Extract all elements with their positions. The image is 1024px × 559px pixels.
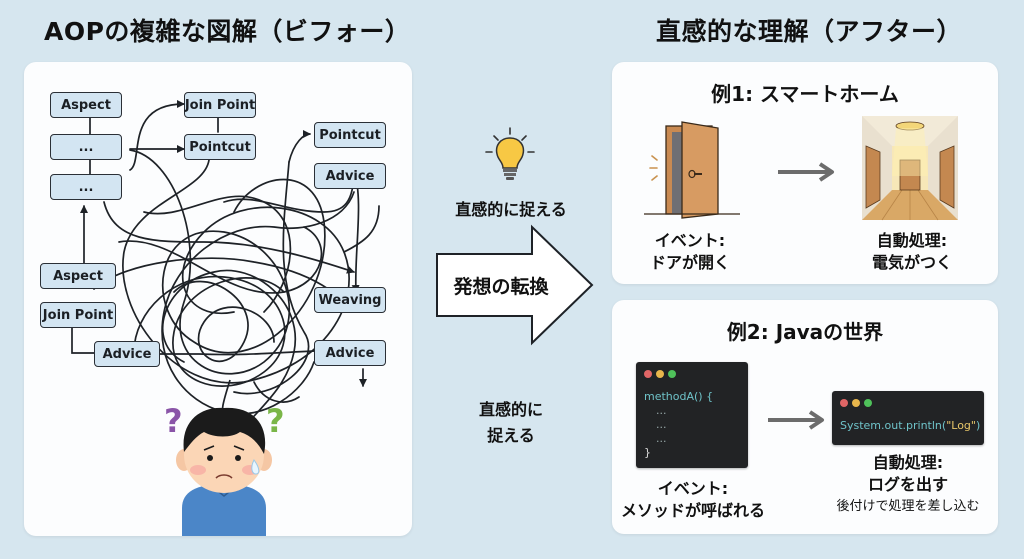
node-aspect-top: Aspect xyxy=(50,92,122,118)
complex-diagram-panel: Aspect ... ... Join Point Pointcut Point… xyxy=(24,62,412,536)
example2-event-line2: メソッドが呼ばれる xyxy=(620,501,765,520)
node-advice-bottom-right: Advice xyxy=(314,340,386,366)
maximize-dot-icon xyxy=(864,399,872,407)
code-line-3: ... xyxy=(656,418,667,431)
intuitive-caption-top: 直感的に捉える xyxy=(455,200,567,219)
window-controls xyxy=(840,399,872,407)
example1-event-line2: ドアが開く xyxy=(649,253,730,272)
after-heading: 直感的な理解（アフター） xyxy=(656,17,963,46)
tangled-connections xyxy=(71,100,380,463)
example1-event-line1: イベント: xyxy=(654,231,726,250)
node-pointcut-mid: Pointcut xyxy=(184,134,256,160)
node-aspect-bottom: Aspect xyxy=(40,263,116,289)
node-ellipsis-2: ... xyxy=(50,174,122,200)
question-mark-green-icon: ? xyxy=(266,402,285,440)
maximize-dot-icon xyxy=(668,370,676,378)
code-window-method: methodA() { ... ... ... } xyxy=(636,362,748,468)
question-mark-purple-icon: ? xyxy=(164,402,183,440)
example1-event-caption: イベント: ドアが開く xyxy=(630,230,750,274)
example1-card: 例1: スマートホーム イベント: ドアが開く 自動 xyxy=(612,62,998,284)
code-line-5: } xyxy=(644,446,651,459)
log-statement: System.out.println("Log") xyxy=(840,419,980,432)
code-line-1: methodA() { xyxy=(644,390,714,403)
node-pointcut-right: Pointcut xyxy=(314,122,386,148)
node-join-point-top: Join Point xyxy=(184,92,256,118)
close-dot-icon xyxy=(644,370,652,378)
close-dot-icon xyxy=(840,399,848,407)
node-ellipsis-1: ... xyxy=(50,134,122,160)
window-controls xyxy=(644,370,676,378)
node-advice-right-top: Advice xyxy=(314,163,386,189)
arrow-right-icon xyxy=(768,410,824,430)
code-line-2: ... xyxy=(656,404,667,417)
node-weaving: Weaving xyxy=(314,287,386,313)
code-line-4: ... xyxy=(656,432,667,445)
log-prefix: System.out.println( xyxy=(840,419,947,432)
intuitive-caption-bottom-line1: 直感的に xyxy=(478,400,543,419)
minimize-dot-icon xyxy=(852,399,860,407)
example2-card: 例2: Javaの世界 methodA() { ... ... ... } Sy… xyxy=(612,300,998,534)
confused-person-illustration: ? ? xyxy=(154,379,294,536)
intuitive-caption-bottom-line2: 捉える xyxy=(487,426,535,445)
log-string: "Log" xyxy=(946,419,976,432)
example1-action-caption: 自動処理: 電気がつく xyxy=(852,230,972,274)
example2-action-line2: ログを出す xyxy=(867,475,948,494)
example2-action-caption: 自動処理: ログを出す 後付けで処理を差し込む xyxy=(828,452,988,518)
shirt-icon xyxy=(182,484,266,536)
arrow-right-icon xyxy=(778,162,834,182)
code-window-log: System.out.println("Log") xyxy=(832,391,984,445)
log-suffix: ) xyxy=(975,419,981,432)
node-join-point-bottom: Join Point xyxy=(40,302,116,328)
paradigm-shift-label: 発想の転換 xyxy=(453,276,549,298)
example2-action-line1: 自動処理: xyxy=(872,453,944,472)
example2-title: 例2: Javaの世界 xyxy=(726,320,884,344)
example2-action-note: 後付けで処理を差し込む xyxy=(836,499,980,514)
before-heading: AOPの複雑な図解（ビフォー） xyxy=(44,17,411,46)
paradigm-shift-arrow: 発想の転換 xyxy=(436,224,594,346)
open-door-icon xyxy=(644,121,740,219)
example1-title: 例1: スマートホーム xyxy=(711,82,899,106)
minimize-dot-icon xyxy=(656,370,664,378)
example2-event-caption: イベント: メソッドが呼ばれる xyxy=(618,478,768,522)
node-advice-bottom-left: Advice xyxy=(94,341,160,367)
example2-event-line1: イベント: xyxy=(657,479,729,498)
example1-action-line2: 電気がつく xyxy=(871,253,952,272)
example1-action-line1: 自動処理: xyxy=(876,231,948,250)
lit-hallway-icon xyxy=(862,116,958,221)
lightbulb-icon xyxy=(485,127,535,180)
